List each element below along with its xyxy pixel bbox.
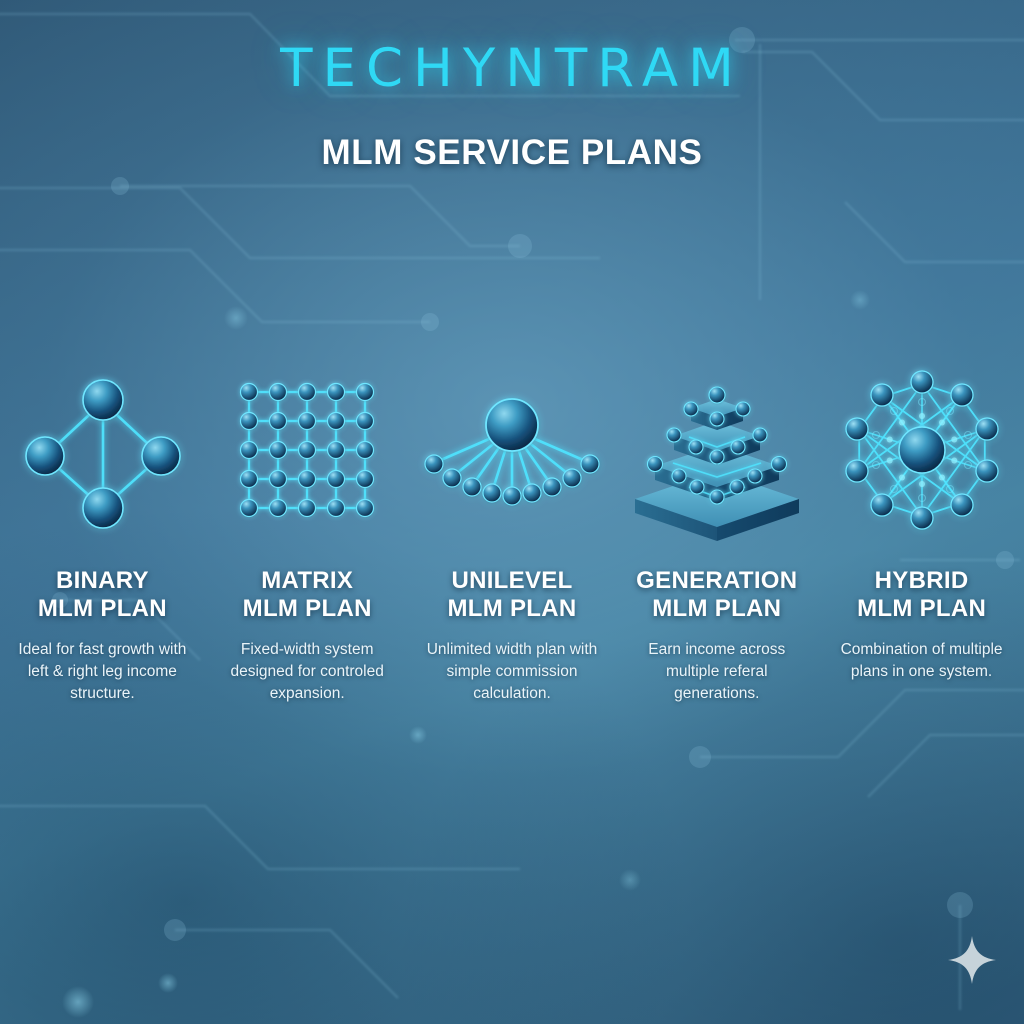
plan-title-line1: BINARY: [55, 567, 149, 594]
plan-title-generation: GENERATION MLM PLAN: [636, 567, 797, 623]
plan-title-line2: MLM PLAN: [242, 595, 372, 622]
hybrid-starburst-network-icon: [819, 355, 1024, 545]
generation-pyramid-icon: [614, 355, 819, 545]
binary-diamond-network-icon: [0, 355, 205, 545]
plan-title-line1: UNILEVEL: [451, 567, 573, 594]
plan-title-unilevel: UNILEVEL MLM PLAN: [447, 567, 576, 623]
plan-description-binary: Ideal for fast growth with left & right …: [18, 641, 187, 702]
plan-card-hybrid[interactable]: HYBRID MLM PLAN Combination of multiple …: [819, 355, 1024, 755]
plan-description-generation: Earn income across multiple referal gene…: [648, 641, 786, 702]
plan-title-line1: GENERATION: [636, 567, 798, 594]
plan-title-line2: MLM PLAN: [652, 595, 782, 622]
page-title: MLM SERVICE PLANS: [321, 133, 703, 172]
brand-logo-text: TECHYNTRAM: [280, 38, 744, 99]
plan-title-matrix: MATRIX MLM PLAN: [243, 567, 372, 623]
four-point-sparkle-icon: [946, 934, 998, 986]
unilevel-fan-network-icon: [410, 355, 615, 545]
plan-description-matrix: Fixed-width system designed for controle…: [230, 641, 384, 702]
plan-title-binary: BINARY MLM PLAN: [38, 567, 167, 623]
plan-description-unilevel: Unlimited width plan with simple commiss…: [426, 641, 598, 702]
plan-card-generation[interactable]: GENERATION MLM PLAN Earn income across m…: [614, 355, 819, 755]
plan-title-line1: MATRIX: [261, 567, 354, 594]
plan-card-matrix[interactable]: MATRIX MLM PLAN Fixed-width system desig…: [205, 355, 410, 755]
plan-title-line1: HYBRID: [874, 567, 969, 594]
plan-title-line2: MLM PLAN: [857, 595, 987, 622]
plan-description-hybrid: Combination of multiple plans in one sys…: [840, 641, 1003, 680]
plan-title-hybrid: HYBRID MLM PLAN: [857, 567, 986, 623]
matrix-grid-network-icon: [205, 355, 410, 545]
plan-card-binary[interactable]: BINARY MLM PLAN Ideal for fast growth wi…: [0, 355, 205, 755]
plan-cards-row: BINARY MLM PLAN Ideal for fast growth wi…: [0, 355, 1024, 755]
plan-card-unilevel[interactable]: UNILEVEL MLM PLAN Unlimited width plan w…: [410, 355, 615, 755]
plan-title-line2: MLM PLAN: [37, 595, 167, 622]
plan-title-line2: MLM PLAN: [447, 595, 577, 622]
